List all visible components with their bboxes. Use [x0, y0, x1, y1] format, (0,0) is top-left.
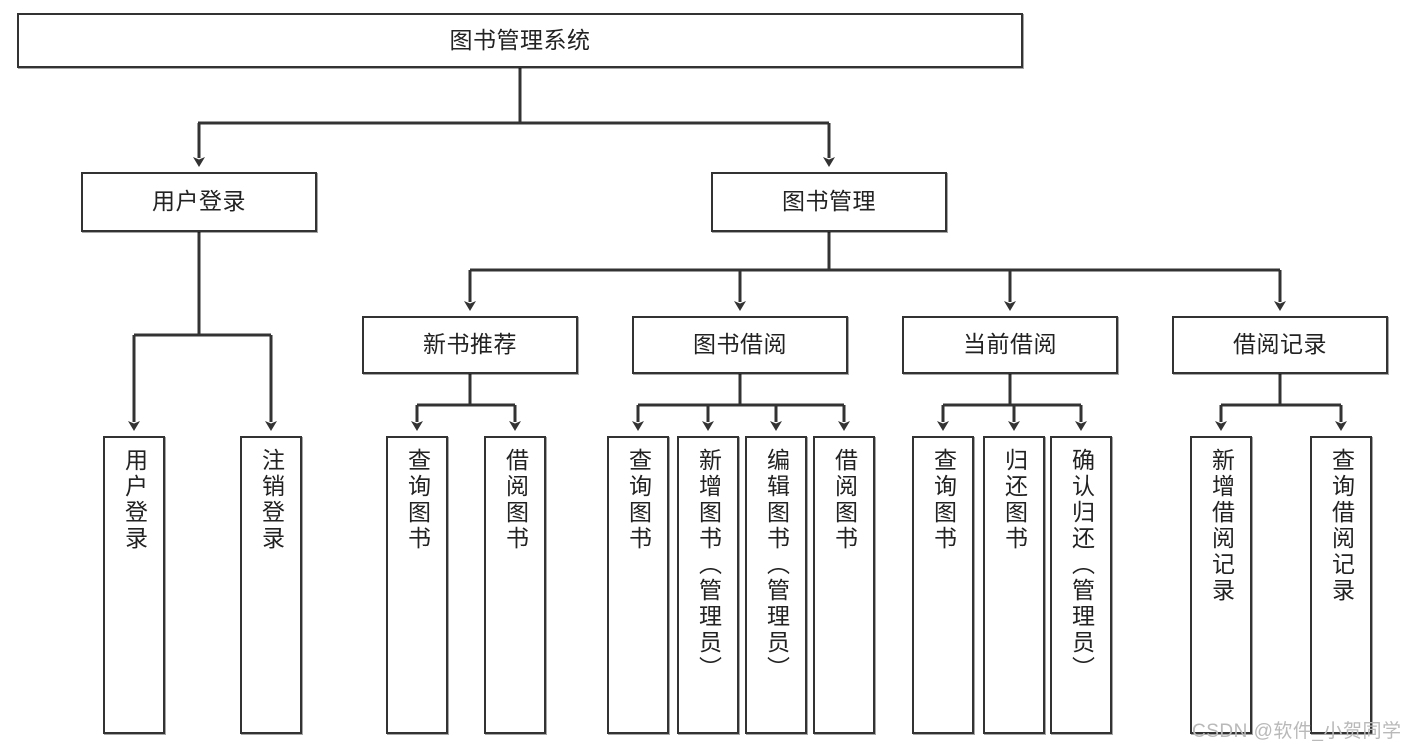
node-leaf-borrow-book-a[interactable]: 借阅图书 — [484, 436, 546, 734]
node-label: 图书借阅 — [693, 331, 787, 358]
node-label: 借阅图书 — [502, 448, 529, 552]
node-book-manage[interactable]: 图书管理 — [711, 172, 947, 232]
node-leaf-query-book-c[interactable]: 查询图书 — [912, 436, 974, 734]
node-label: 用户登录 — [152, 188, 246, 215]
node-label: 查询图书 — [404, 448, 431, 552]
csdn-watermark: CSDN @软件_小贺同学 — [1192, 721, 1402, 742]
node-label: 编辑图书（管理员） — [763, 448, 790, 682]
node-label: 用户登录 — [121, 448, 148, 552]
node-label: 借阅记录 — [1233, 331, 1327, 358]
node-leaf-borrow-book-b[interactable]: 借阅图书 — [813, 436, 875, 734]
node-label: 新增图书（管理员） — [695, 448, 722, 682]
node-leaf-query-record[interactable]: 查询借阅记录 — [1310, 436, 1372, 734]
node-label: 新书推荐 — [423, 331, 517, 358]
node-book-borrow[interactable]: 图书借阅 — [632, 316, 848, 374]
node-label: 注销登录 — [258, 448, 285, 552]
node-user-login[interactable]: 用户登录 — [81, 172, 317, 232]
node-leaf-logout-login[interactable]: 注销登录 — [240, 436, 302, 734]
node-label: 归还图书 — [1001, 448, 1028, 552]
node-label: 确认归还（管理员） — [1068, 448, 1095, 682]
node-label: 图书管理 — [782, 188, 876, 215]
node-label: 图书管理系统 — [449, 26, 591, 53]
node-leaf-query-book-b[interactable]: 查询图书 — [607, 436, 669, 734]
node-current-borrow[interactable]: 当前借阅 — [902, 316, 1118, 374]
node-borrow-record[interactable]: 借阅记录 — [1172, 316, 1388, 374]
node-leaf-confirm-return[interactable]: 确认归还（管理员） — [1050, 436, 1112, 734]
node-leaf-add-book[interactable]: 新增图书（管理员） — [677, 436, 739, 734]
node-label: 查询图书 — [625, 448, 652, 552]
node-leaf-return-book[interactable]: 归还图书 — [983, 436, 1045, 734]
node-leaf-user-login[interactable]: 用户登录 — [103, 436, 165, 734]
node-root[interactable]: 图书管理系统 — [17, 13, 1023, 68]
node-new-book-recommend[interactable]: 新书推荐 — [362, 316, 578, 374]
node-label: 查询借阅记录 — [1328, 448, 1355, 604]
node-leaf-add-record[interactable]: 新增借阅记录 — [1190, 436, 1252, 734]
node-label: 查询图书 — [930, 448, 957, 552]
node-leaf-edit-book[interactable]: 编辑图书（管理员） — [745, 436, 807, 734]
node-label: 新增借阅记录 — [1208, 448, 1235, 604]
node-label: 当前借阅 — [963, 331, 1057, 358]
node-label: 借阅图书 — [831, 448, 858, 552]
node-leaf-query-book-a[interactable]: 查询图书 — [386, 436, 448, 734]
